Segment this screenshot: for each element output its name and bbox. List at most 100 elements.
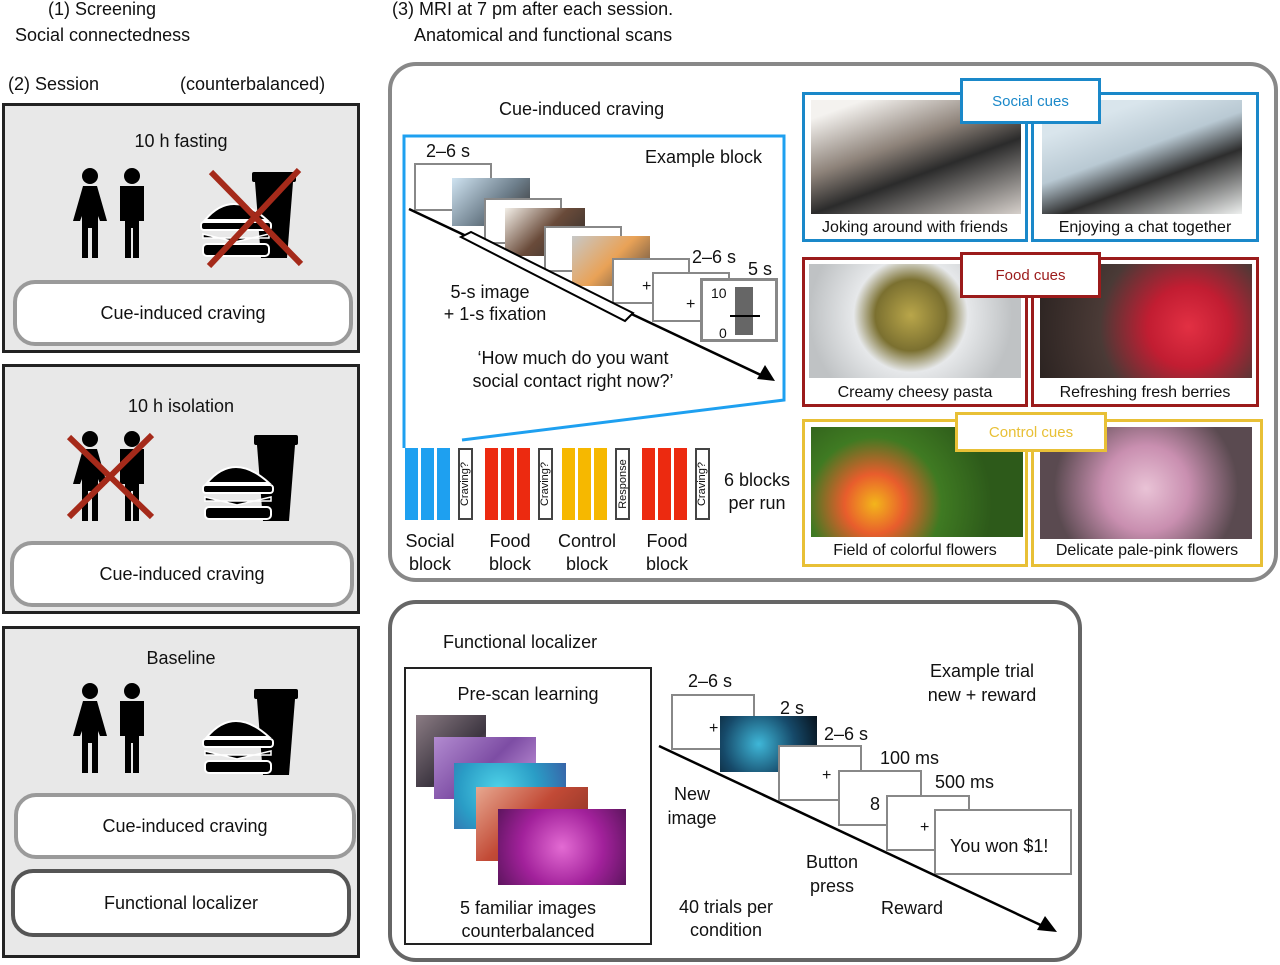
image-duration-note: 5-s image	[450, 282, 530, 302]
reward-message: You won $1!	[950, 836, 1049, 856]
number-display: 8	[870, 794, 881, 814]
block-label: Food	[489, 531, 531, 551]
loc-image-duration: 2 s	[780, 698, 805, 718]
prescan-title: Pre-scan learning	[457, 684, 599, 704]
food-cues-label: Food cues	[960, 252, 1101, 298]
example-block-outline	[402, 134, 786, 448]
fixation-cross: +	[920, 819, 930, 836]
people-icon	[73, 168, 144, 258]
control-cue-card: Field of colorful flowers	[802, 419, 1028, 567]
craving-title: Cue-induced craving	[499, 99, 665, 119]
control-cues-label: Control cues	[955, 412, 1107, 452]
task-pill: Cue-induced craving	[13, 280, 353, 346]
cue-caption: Joking around with friends	[822, 219, 1008, 236]
counterbalanced-note: (counterbalanced)	[180, 74, 326, 94]
prescan-note-2: counterbalanced	[461, 921, 595, 941]
people-icon	[67, 431, 155, 521]
response-label: Craving?	[696, 461, 709, 507]
fixation-duration-note: + 1-s fixation	[443, 304, 547, 324]
rating-duration: 5 s	[748, 259, 773, 279]
prescan-note: 5 familiar images	[459, 898, 597, 918]
loc-reward-duration: 500 ms	[935, 772, 995, 792]
trial-bar	[405, 448, 418, 520]
blocks-per-run: 6 blocks	[723, 470, 791, 490]
rating-marker[interactable]	[730, 315, 760, 317]
cue-caption: Delicate pale-pink flowers	[1055, 542, 1239, 559]
response-box: Response	[615, 448, 630, 520]
button-press-label-2: press	[809, 876, 854, 896]
cue-caption: Refreshing fresh berries	[1059, 384, 1231, 401]
session-fasting: 10 h fasting Cue-induced craving	[2, 103, 360, 353]
block-label-2: block	[408, 554, 452, 574]
response-label: Craving?	[459, 461, 472, 507]
response-label: Response	[616, 459, 629, 509]
fixation-cross: +	[822, 767, 832, 784]
localizer-title: Functional localizer	[443, 632, 598, 652]
session-title: Baseline	[146, 648, 216, 668]
reward-label: Reward	[881, 898, 944, 918]
button-press-label: Button	[805, 852, 859, 872]
response-box: Craving?	[458, 448, 473, 520]
cue-caption: Field of colorful flowers	[833, 542, 997, 559]
session-title: 10 h isolation	[127, 396, 235, 416]
trials-note-2: condition	[689, 920, 763, 940]
fixation-duration: 2–6 s	[426, 141, 471, 161]
task-pill: Cue-induced craving	[14, 793, 356, 859]
trial-bar	[517, 448, 530, 520]
response-label: Craving?	[539, 461, 552, 507]
trial-bar	[578, 448, 591, 520]
trial-bar	[437, 448, 450, 520]
mri-subheading: Anatomical and functional scans	[414, 25, 673, 45]
timeline-arrow	[408, 207, 775, 381]
block-label: Social	[405, 531, 455, 551]
food-icon	[202, 435, 298, 521]
fixation-cross: +	[709, 720, 719, 737]
loc-fix-duration: 2–6 s	[688, 671, 733, 691]
cue-caption: Creamy cheesy pasta	[837, 384, 993, 401]
example-block-label: Example block	[645, 147, 763, 167]
example-trial-label: Example trial	[929, 661, 1035, 681]
response-box: Craving?	[695, 448, 710, 520]
block-label-2: block	[488, 554, 532, 574]
task-pill: Functional localizer	[11, 869, 351, 937]
mri-heading: (3) MRI at 7 pm after each session.	[392, 0, 674, 19]
scale-max: 10	[711, 285, 727, 301]
trial-bar	[501, 448, 514, 520]
prescan-box: Pre-scan learning 5 familiar images coun…	[404, 667, 652, 945]
block-label: Control	[557, 531, 617, 551]
new-image-label-2: image	[667, 808, 717, 828]
food-icon	[202, 689, 298, 775]
trial-bar	[485, 448, 498, 520]
loc-number-duration: 100 ms	[880, 748, 940, 768]
trial-bar	[674, 448, 687, 520]
cue-caption: Enjoying a chat together	[1058, 219, 1232, 236]
familiar-image	[498, 809, 626, 885]
social-cue-card: Enjoying a chat together	[1031, 92, 1259, 242]
rating-frame: 10 0	[700, 278, 778, 342]
session-heading: (2) Session	[8, 74, 100, 94]
craving-question: ‘How much do you want	[477, 348, 669, 368]
block-label: Food	[646, 531, 688, 551]
trials-note: 40 trials per	[678, 897, 774, 917]
block-label-2: block	[565, 554, 609, 574]
trial-bar	[658, 448, 671, 520]
rating-slider[interactable]	[735, 287, 753, 335]
session-isolation: 10 h isolation Cue-induced craving	[2, 364, 360, 614]
session-baseline: Baseline Cue-induced craving Functional …	[2, 626, 360, 958]
screening-subheading: Social connectedness	[15, 25, 191, 45]
fixation-cross: +	[642, 278, 652, 295]
scale-min: 0	[719, 325, 727, 341]
blocks-per-run-2: per run	[728, 493, 786, 513]
block-label-2: block	[645, 554, 689, 574]
social-cues-label: Social cues	[960, 78, 1101, 124]
reward-frame: You won $1!	[934, 809, 1072, 875]
trial-bar	[421, 448, 434, 520]
fixation-duration-2: 2–6 s	[692, 247, 737, 267]
trial-bar	[562, 448, 575, 520]
new-image-label: New	[673, 784, 710, 804]
loc-fix2-duration: 2–6 s	[824, 724, 869, 744]
food-icon	[200, 168, 304, 268]
fixation-cross: +	[686, 296, 696, 313]
craving-question-2: social contact right now?’	[472, 371, 674, 391]
loc-fixation-frame: +	[886, 795, 970, 851]
